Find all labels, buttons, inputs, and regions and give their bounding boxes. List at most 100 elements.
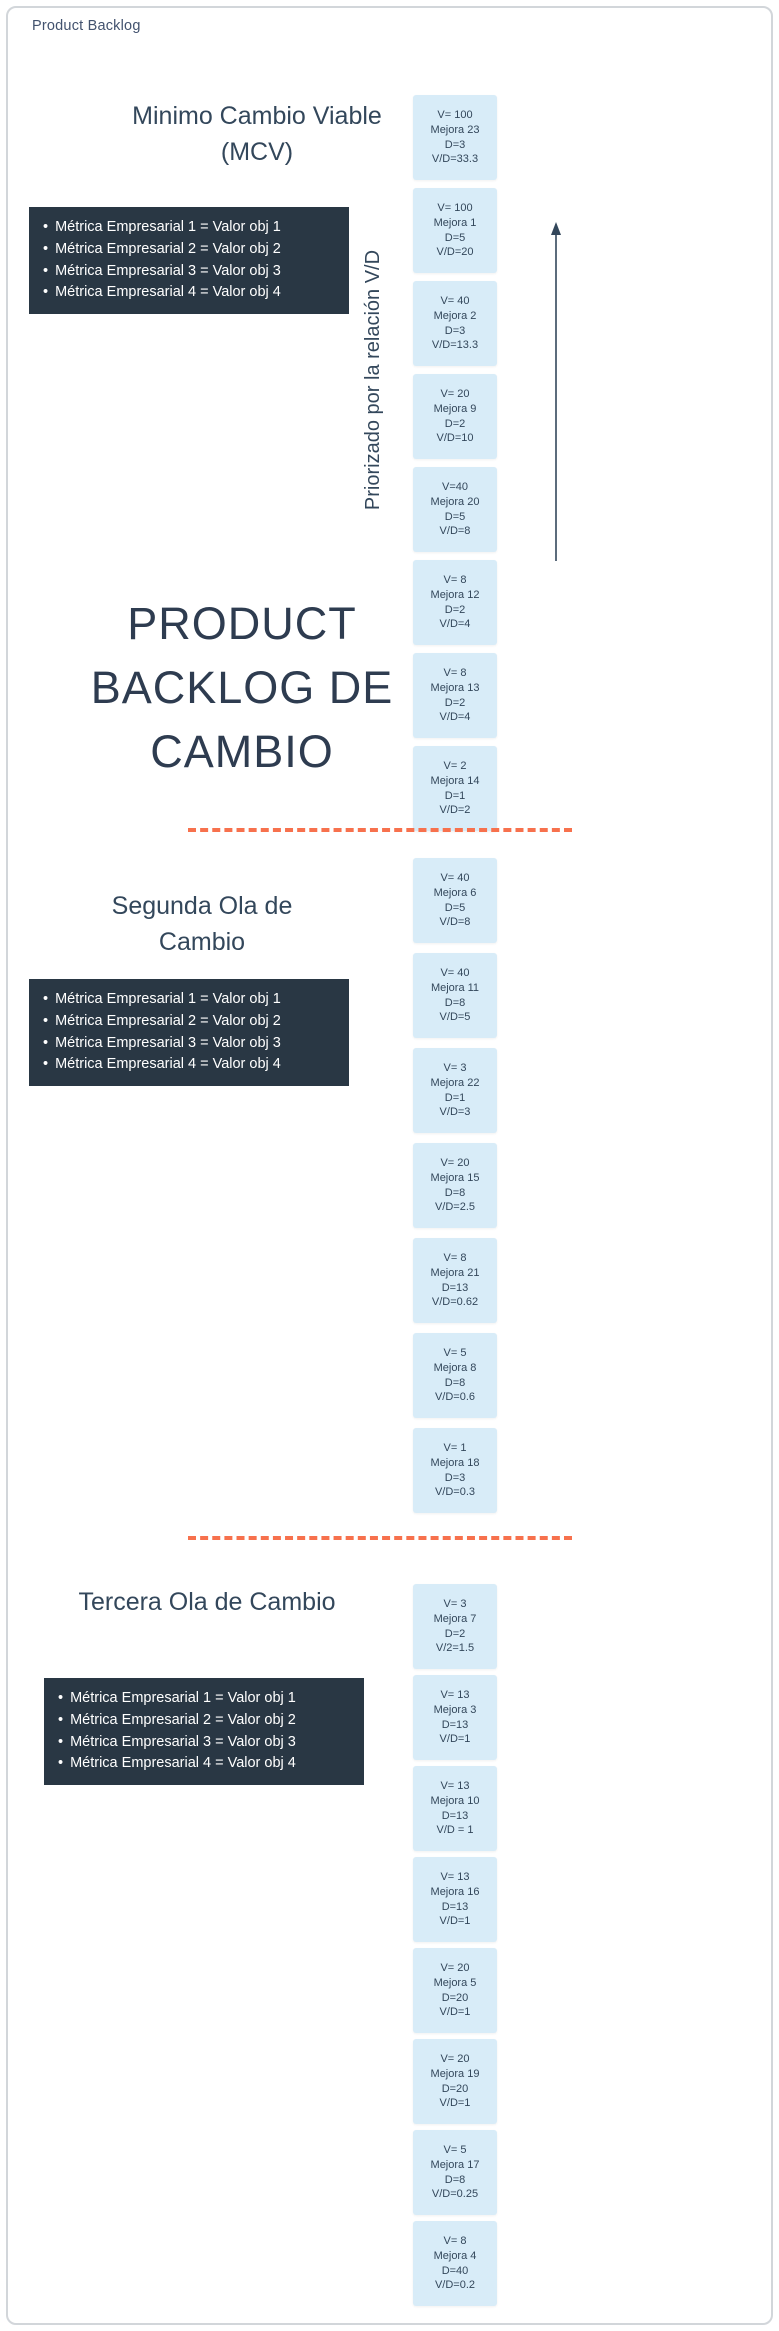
card-title: Mejora 15 xyxy=(430,1171,480,1184)
card-value: V= 13 xyxy=(440,1779,470,1792)
backlog-card[interactable]: V=40 Mejora 20 D=5 V/D=8 xyxy=(413,467,497,552)
card-difficulty: D=13 xyxy=(441,1718,469,1731)
metric-item: Métrica Empresarial 1 = Valor obj 1 xyxy=(43,217,335,239)
priority-axis-label: Priorizado por la relación V/D xyxy=(362,249,384,511)
backlog-card[interactable]: V= 20 Mejora 15 D=8 V/D=2.5 xyxy=(413,1143,497,1228)
metric-item: Métrica Empresarial 1 = Valor obj 1 xyxy=(58,1688,350,1710)
metrics-box-tercera-ola[interactable]: Métrica Empresarial 1 = Valor obj 1 Métr… xyxy=(44,1678,364,1785)
card-difficulty: D=3 xyxy=(444,324,466,337)
card-ratio: V/D=10 xyxy=(436,432,474,445)
backlog-card[interactable]: V= 8 Mejora 21 D=13 V/D=0.62 xyxy=(413,1238,497,1323)
card-ratio: V/D=8 xyxy=(439,916,471,929)
board-title: Product Backlog xyxy=(32,18,141,34)
card-ratio: V/D=1 xyxy=(439,1733,471,1746)
backlog-card[interactable]: V= 5 Mejora 17 D=8 V/D=0.25 xyxy=(413,2130,497,2215)
card-value: V= 40 xyxy=(440,871,470,884)
metric-item: Métrica Empresarial 4 = Valor obj 4 xyxy=(43,282,335,304)
card-value: V= 13 xyxy=(440,1688,470,1701)
metric-item: Métrica Empresarial 2 = Valor obj 2 xyxy=(43,1011,335,1033)
card-difficulty: D=20 xyxy=(441,1991,469,2004)
card-ratio: V/2=1.5 xyxy=(435,1642,475,1655)
card-difficulty: D=1 xyxy=(444,789,466,802)
card-value: V= 8 xyxy=(443,2234,467,2247)
card-ratio: V/D=3 xyxy=(439,1106,471,1119)
card-title: Mejora 3 xyxy=(433,1703,477,1716)
backlog-card[interactable]: V= 13 Mejora 3 D=13 V/D=1 xyxy=(413,1675,497,1760)
card-value: V= 8 xyxy=(443,573,467,586)
card-ratio: V/D=8 xyxy=(439,525,471,538)
card-value: V= 100 xyxy=(437,108,473,121)
card-value: V= 8 xyxy=(443,1251,467,1264)
card-ratio: V/D=13.3 xyxy=(431,339,479,352)
card-difficulty: D=40 xyxy=(441,2264,469,2277)
card-difficulty: D=3 xyxy=(444,138,466,151)
metric-item: Métrica Empresarial 1 = Valor obj 1 xyxy=(43,989,335,1011)
card-title: Mejora 1 xyxy=(433,216,477,229)
card-value: V= 20 xyxy=(440,1961,470,1974)
metrics-box-segunda-ola[interactable]: Métrica Empresarial 1 = Valor obj 1 Métr… xyxy=(29,979,349,1086)
card-title: Mejora 18 xyxy=(430,1456,480,1469)
backlog-card[interactable]: V= 1 Mejora 18 D=3 V/D=0.3 xyxy=(413,1428,497,1513)
backlog-card[interactable]: V= 20 Mejora 5 D=20 V/D=1 xyxy=(413,1948,497,2033)
section-title-tercera-ola: Tercera Ola de Cambio xyxy=(78,1588,336,1616)
card-title: Mejora 9 xyxy=(433,402,477,415)
card-value: V= 2 xyxy=(443,759,467,772)
card-difficulty: D=2 xyxy=(444,417,466,430)
backlog-card[interactable]: V= 100 Mejora 23 D=3 V/D=33.3 xyxy=(413,95,497,180)
card-ratio: V/D=0.3 xyxy=(434,1486,476,1499)
metric-item: Métrica Empresarial 3 = Valor obj 3 xyxy=(43,261,335,283)
card-ratio: V/D=1 xyxy=(439,2006,471,2019)
card-title: Mejora 10 xyxy=(430,1794,480,1807)
card-value: V= 40 xyxy=(440,966,470,979)
backlog-card[interactable]: V= 3 Mejora 22 D=1 V/D=3 xyxy=(413,1048,497,1133)
card-ratio: V/D=0.25 xyxy=(431,2188,479,2201)
backlog-card[interactable]: V= 13 Mejora 16 D=13 V/D=1 xyxy=(413,1857,497,1942)
card-difficulty: D=13 xyxy=(441,1809,469,1822)
card-value: V= 5 xyxy=(443,1346,467,1359)
card-title: Mejora 16 xyxy=(430,1885,480,1898)
backlog-card[interactable]: V= 8 Mejora 12 D=2 V/D=4 xyxy=(413,560,497,645)
card-ratio: V/D=33.3 xyxy=(431,153,479,166)
card-ratio: V/D=0.6 xyxy=(434,1391,476,1404)
backlog-card[interactable]: V= 100 Mejora 1 D=5 V/D=20 xyxy=(413,188,497,273)
backlog-card[interactable]: V= 13 Mejora 10 D=13 V/D = 1 xyxy=(413,1766,497,1851)
metric-item: Métrica Empresarial 3 = Valor obj 3 xyxy=(43,1033,335,1055)
card-difficulty: D=8 xyxy=(444,1376,466,1389)
card-column-tercera-ola: V= 3 Mejora 7 D=2 V/2=1.5 V= 13 Mejora 3… xyxy=(413,1584,497,2306)
backlog-card[interactable]: V= 40 Mejora 6 D=5 V/D=8 xyxy=(413,858,497,943)
card-difficulty: D=5 xyxy=(444,901,466,914)
card-title: Mejora 14 xyxy=(430,774,480,787)
card-column-mcv: V= 100 Mejora 23 D=3 V/D=33.3 V= 100 Mej… xyxy=(413,95,497,831)
card-value: V= 20 xyxy=(440,1156,470,1169)
card-difficulty: D=3 xyxy=(444,1471,466,1484)
backlog-card[interactable]: V= 8 Mejora 13 D=2 V/D=4 xyxy=(413,653,497,738)
card-value: V= 13 xyxy=(440,1870,470,1883)
backlog-card[interactable]: V= 8 Mejora 4 D=40 V/D=0.2 xyxy=(413,2221,497,2306)
card-difficulty: D=8 xyxy=(444,996,466,1009)
section-title-mcv: Minimo Cambio Viable (MCV) xyxy=(132,102,382,167)
backlog-card[interactable]: V= 20 Mejora 19 D=20 V/D=1 xyxy=(413,2039,497,2124)
card-ratio: V/D=1 xyxy=(439,1915,471,1928)
card-ratio: V/D=4 xyxy=(439,618,471,631)
backlog-card[interactable]: V= 5 Mejora 8 D=8 V/D=0.6 xyxy=(413,1333,497,1418)
backlog-card[interactable]: V= 3 Mejora 7 D=2 V/2=1.5 xyxy=(413,1584,497,1669)
metrics-box-mcv[interactable]: Métrica Empresarial 1 = Valor obj 1 Métr… xyxy=(29,207,349,314)
card-value: V= 5 xyxy=(443,2143,467,2156)
card-title: Mejora 8 xyxy=(433,1361,477,1374)
backlog-card[interactable]: V= 40 Mejora 2 D=3 V/D=13.3 xyxy=(413,281,497,366)
card-difficulty: D=2 xyxy=(444,603,466,616)
card-title: Mejora 6 xyxy=(433,886,477,899)
backlog-card[interactable]: V= 20 Mejora 9 D=2 V/D=10 xyxy=(413,374,497,459)
card-title: Mejora 5 xyxy=(433,1976,477,1989)
wave-divider-1 xyxy=(188,828,572,832)
card-difficulty: D=8 xyxy=(444,2173,466,2186)
backlog-card[interactable]: V= 2 Mejora 14 D=1 V/D=2 xyxy=(413,746,497,831)
backlog-card[interactable]: V= 40 Mejora 11 D=8 V/D=5 xyxy=(413,953,497,1038)
card-ratio: V/D=0.62 xyxy=(431,1296,479,1309)
card-difficulty: D=20 xyxy=(441,2082,469,2095)
board-frame: Product Backlog Minimo Cambio Viable (MC… xyxy=(6,6,773,2325)
card-title: Mejora 23 xyxy=(430,123,480,136)
card-title: Mejora 4 xyxy=(433,2249,477,2262)
card-difficulty: D=5 xyxy=(444,231,466,244)
card-difficulty: D=8 xyxy=(444,1186,466,1199)
